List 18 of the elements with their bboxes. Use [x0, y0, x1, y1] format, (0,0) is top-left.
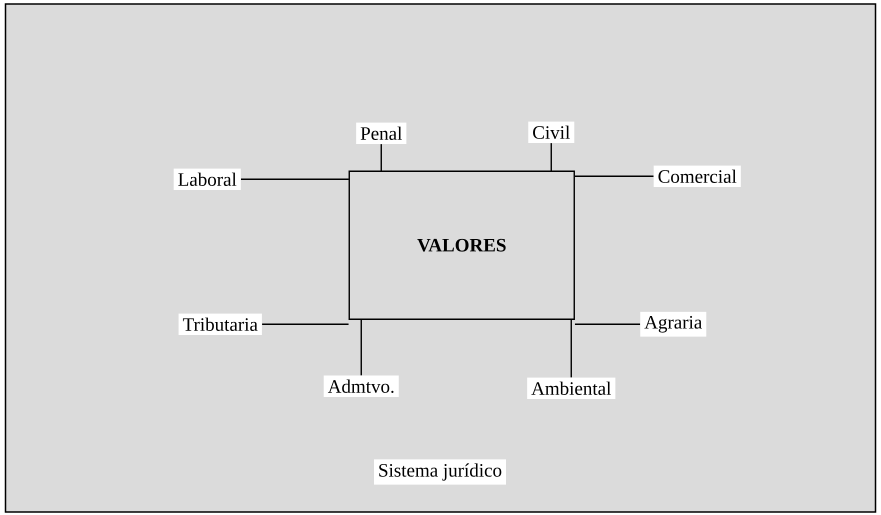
label-box: Ambiental	[527, 378, 616, 399]
connector-line	[241, 178, 349, 180]
label-box: Civil	[528, 122, 574, 143]
connector-line	[574, 324, 640, 325]
label-box: Agraria	[640, 312, 706, 337]
connector-line	[570, 320, 572, 378]
connector-line	[550, 143, 552, 171]
connector-line	[380, 144, 382, 171]
label-box: Sistema jurídico	[374, 459, 506, 485]
connector-line	[574, 176, 654, 177]
label-box: Penal	[356, 122, 406, 144]
label-box: Admtvo.	[324, 376, 399, 397]
connector-line	[360, 320, 362, 376]
label-box: Comercial	[654, 166, 741, 187]
connector-line	[262, 324, 349, 325]
central-box: VALORES	[348, 170, 575, 320]
label-box: Tributaria	[178, 314, 262, 335]
label-box: Laboral	[174, 168, 241, 190]
